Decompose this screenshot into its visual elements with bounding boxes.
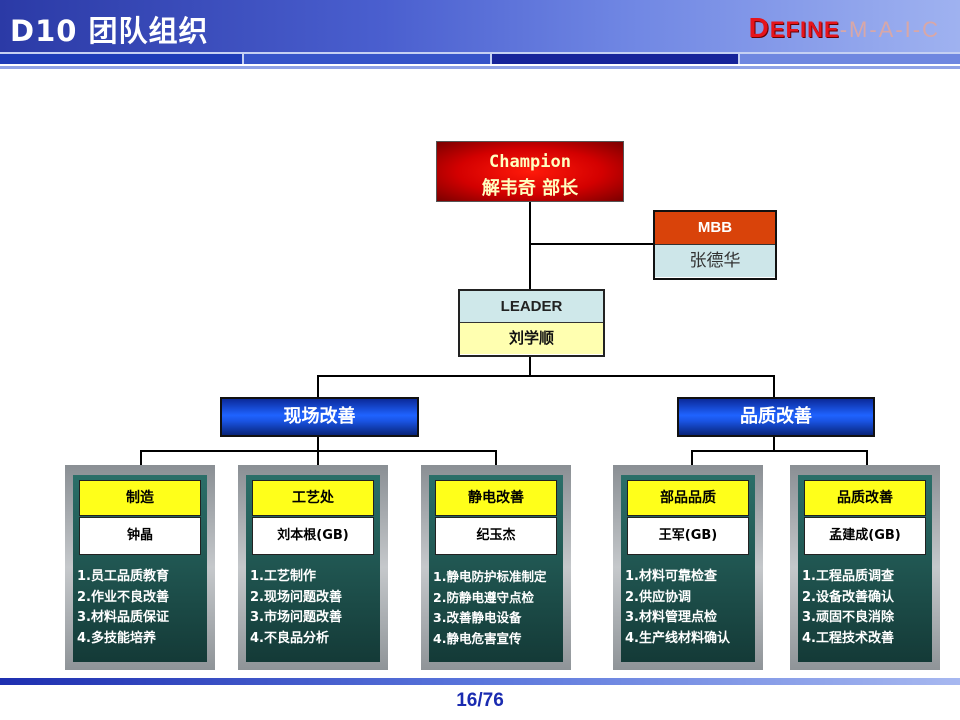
team-title: 制造 — [79, 480, 201, 516]
page-number: 16/76 — [456, 690, 504, 711]
connector-line — [529, 355, 531, 375]
champion-name: 解韦奇 部长 — [481, 178, 579, 199]
team-task-list: 1.工程品质调查 2.设备改善确认 3.顽固不良消除 4.工程技术改善 — [802, 567, 930, 649]
team-task: 2.现场问题改善 — [250, 589, 342, 605]
connector-line — [529, 200, 531, 289]
connector-line — [317, 450, 319, 466]
group-box-onsite: 现场改善 — [220, 397, 419, 437]
leader-role: LEADER — [460, 291, 603, 322]
team-task: 1.工程品质调查 — [802, 569, 894, 584]
team-task: 4.多技能培养 — [77, 630, 156, 646]
team-person: 钟晶 — [79, 517, 201, 555]
team-title: 部品品质 — [627, 480, 749, 516]
team-title: 工艺处 — [252, 480, 374, 516]
leader-name: 刘学顺 — [460, 322, 603, 354]
connector-line — [317, 437, 319, 451]
header-stripe-segment — [740, 54, 960, 64]
team-card: 静电改善 纪玉杰 1.静电防护标准制定 2.防静电遵守点检 3.改善静电设备 4… — [421, 465, 571, 670]
team-person: 王军(GB) — [627, 517, 749, 555]
team-task: 1.员工品质教育 — [77, 569, 169, 584]
team-title: 静电改善 — [435, 480, 557, 516]
header-stripe-segment — [0, 54, 242, 64]
team-task: 2.供应协调 — [625, 589, 691, 605]
team-task: 4.静电危害宣传 — [433, 630, 522, 646]
header-stripe-segment — [492, 54, 738, 64]
mbb-box: MBB 张德华 — [653, 210, 777, 280]
connector-line — [531, 243, 653, 245]
team-task: 2.设备改善确认 — [802, 589, 894, 605]
team-task: 4.不良品分析 — [250, 630, 329, 646]
team-card: 部品品质 王军(GB) 1.材料可靠检查 2.供应协调 3.材料管理点检 4.生… — [613, 465, 763, 670]
connector-line — [691, 450, 868, 452]
team-task-list: 1.工艺制作 2.现场问题改善 3.市场问题改善 4.不良品分析 — [250, 567, 378, 649]
team-task-list: 1.员工品质教育 2.作业不良改善 3.材料品质保证 4.多技能培养 — [77, 567, 205, 649]
team-card: 工艺处 刘本根(GB) 1.工艺制作 2.现场问题改善 3.市场问题改善 4.不… — [238, 465, 388, 670]
team-task: 3.材料管理点检 — [625, 610, 717, 625]
define-maic-logo: DEFINE-M-A-I-C — [748, 12, 940, 43]
team-task: 3.市场问题改善 — [250, 610, 342, 625]
connector-line — [866, 450, 868, 466]
team-task: 3.顽固不良消除 — [802, 610, 894, 625]
connector-line — [773, 435, 775, 451]
champion-box: Champion 解韦奇 部长 — [436, 141, 624, 202]
group-box-quality: 品质改善 — [677, 397, 875, 437]
team-task: 4.生产线材料确认 — [625, 630, 730, 646]
team-person: 纪玉杰 — [435, 517, 557, 555]
team-task: 4.工程技术改善 — [802, 630, 894, 646]
connector-line — [773, 375, 775, 397]
header-stripe-segment — [244, 54, 490, 64]
connector-line — [691, 450, 693, 466]
champion-role: Champion — [489, 152, 571, 172]
slide-title: D10 团队组织 — [10, 14, 209, 48]
team-person: 刘本根(GB) — [252, 517, 374, 555]
team-task: 3.材料品质保证 — [77, 610, 169, 625]
team-task: 1.工艺制作 — [250, 569, 316, 584]
team-card: 品质改善 孟建成(GB) 1.工程品质调查 2.设备改善确认 3.顽固不良消除 … — [790, 465, 940, 670]
mbb-name: 张德华 — [655, 244, 775, 277]
mbb-role: MBB — [655, 212, 775, 244]
team-title: 品质改善 — [804, 480, 926, 516]
header-stripe-thin — [0, 66, 960, 69]
team-task-list: 1.材料可靠检查 2.供应协调 3.材料管理点检 4.生产线材料确认 — [625, 567, 753, 649]
team-task: 1.材料可靠检查 — [625, 569, 717, 584]
team-task: 2.作业不良改善 — [77, 589, 169, 605]
header-bar: D10 团队组织 DEFINE-M-A-I-C — [0, 0, 960, 52]
footer-divider — [0, 678, 960, 685]
leader-box: LEADER 刘学顺 — [458, 289, 605, 357]
connector-line — [140, 450, 142, 466]
connector-line — [317, 375, 319, 397]
team-task-list: 1.静电防护标准制定 2.防静电遵守点检 3.改善静电设备 4.静电危害宣传 — [433, 567, 561, 649]
connector-line — [317, 375, 775, 377]
team-task: 2.防静电遵守点检 — [433, 589, 534, 605]
connector-line — [495, 450, 497, 466]
team-task: 1.静电防护标准制定 — [433, 569, 547, 584]
team-task: 3.改善静电设备 — [433, 610, 522, 625]
team-person: 孟建成(GB) — [804, 517, 926, 555]
team-card: 制造 钟晶 1.员工品质教育 2.作业不良改善 3.材料品质保证 4.多技能培养 — [65, 465, 215, 670]
